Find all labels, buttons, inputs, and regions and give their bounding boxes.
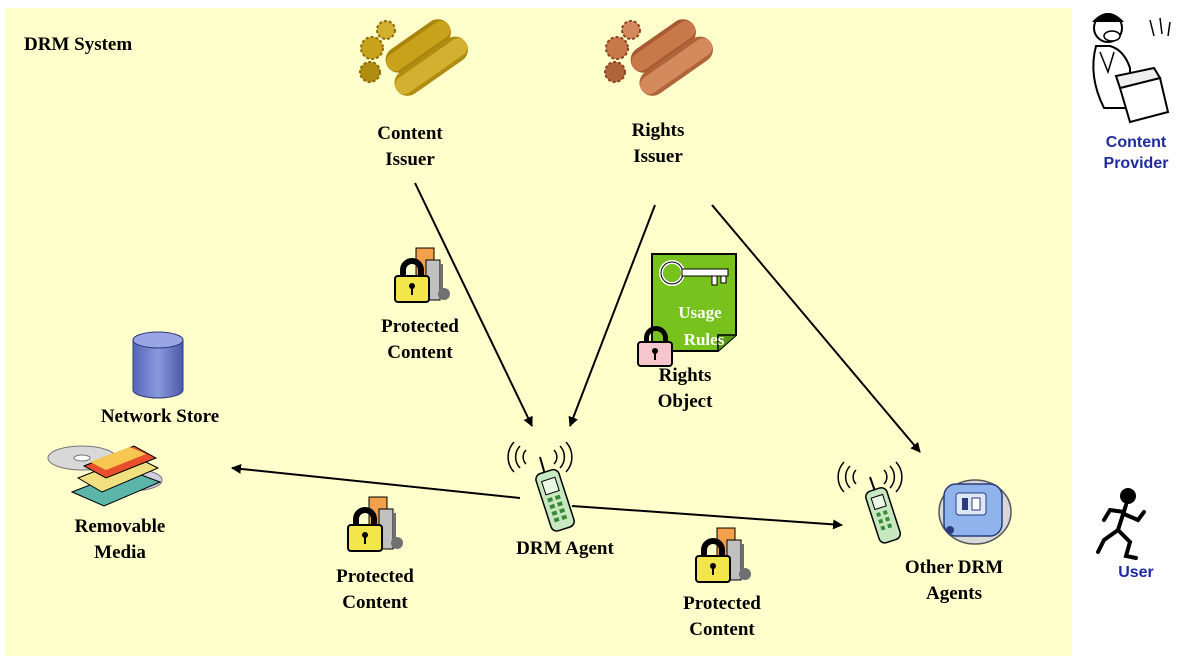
rights-object-label: Rights Object bbox=[630, 363, 740, 415]
rights-issuer-line-1: Rights bbox=[631, 120, 685, 141]
protected-content-top-line-2: Content bbox=[387, 342, 453, 363]
locked-media-icon bbox=[695, 527, 751, 583]
arrows bbox=[231, 182, 921, 530]
rights-object-line-2: Object bbox=[657, 391, 713, 412]
locked-media-icon bbox=[347, 496, 403, 552]
content-issuer-label: Content Issuer bbox=[345, 121, 475, 173]
user-label: User bbox=[1118, 564, 1154, 581]
protected-content-right-line-2: Content bbox=[689, 619, 755, 640]
arrow-agent-to-network-store bbox=[231, 463, 521, 499]
locked-media-icon bbox=[394, 247, 450, 303]
removable-media-line-2: Media bbox=[94, 542, 146, 563]
gears-icon bbox=[604, 19, 713, 96]
arrow-rights-issuer-to-agent bbox=[568, 204, 656, 427]
devices-icon bbox=[837, 461, 1012, 545]
disks-icon bbox=[47, 445, 163, 507]
rights-issuer-line-2: Issuer bbox=[633, 146, 683, 167]
arrow-agent-to-other-agents bbox=[571, 505, 843, 530]
drm-system-panel bbox=[6, 8, 1071, 656]
rights-issuer-label: Rights Issuer bbox=[593, 118, 723, 170]
network-store-label: Network Store bbox=[100, 406, 220, 427]
running-person-icon bbox=[1096, 488, 1146, 560]
removable-media-line-1: Removable bbox=[74, 516, 166, 537]
removable-media-label: Removable Media bbox=[55, 514, 185, 566]
content-provider-line-2: Provider bbox=[1103, 155, 1169, 172]
mobile-phone-icon bbox=[507, 441, 575, 532]
protected-content-top-label: Protected Content bbox=[355, 314, 485, 366]
content-issuer-line-2: Issuer bbox=[385, 149, 435, 170]
protected-content-right-line-1: Protected bbox=[683, 593, 761, 614]
vendor-person-icon bbox=[1092, 13, 1171, 124]
key-document-icon: Usage Rules bbox=[637, 253, 737, 367]
protected-content-left-label: Protected Content bbox=[310, 564, 440, 616]
content-provider-label: Content Provider bbox=[1086, 132, 1186, 174]
drm-agent-label: DRM Agent bbox=[516, 538, 614, 559]
usage-rules-line-2: Rules bbox=[684, 330, 725, 349]
protected-content-right-label: Protected Content bbox=[657, 591, 787, 643]
arrow-content-issuer-to-agent bbox=[414, 182, 533, 427]
gears-icon bbox=[359, 19, 468, 96]
other-drm-agents-line-1: Other DRM bbox=[904, 557, 1004, 578]
drm-system-title: DRM System bbox=[24, 34, 133, 55]
other-drm-agents-label: Other DRM Agents bbox=[879, 555, 1029, 607]
arrow-rights-issuer-to-other-agents bbox=[711, 204, 921, 453]
content-issuer-line-1: Content bbox=[377, 123, 443, 144]
content-provider-line-1: Content bbox=[1105, 134, 1167, 151]
usage-rules-line-1: Usage bbox=[678, 303, 722, 322]
protected-content-left-line-1: Protected bbox=[336, 566, 414, 587]
protected-content-left-line-2: Content bbox=[342, 592, 408, 613]
protected-content-top-line-1: Protected bbox=[381, 316, 459, 337]
rights-object-line-1: Rights bbox=[658, 365, 712, 386]
database-icon bbox=[132, 331, 184, 399]
other-drm-agents-line-2: Agents bbox=[926, 583, 982, 604]
